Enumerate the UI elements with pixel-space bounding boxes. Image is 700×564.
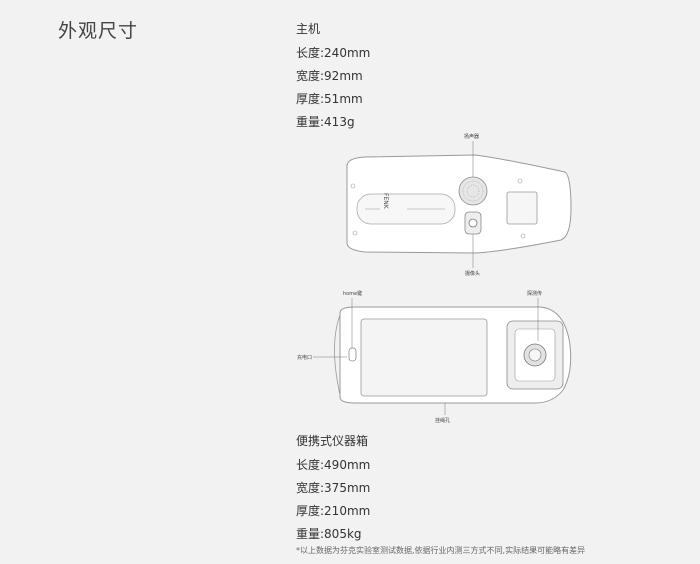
host-thickness: 厚度:51mm: [296, 92, 363, 106]
case-title: 便携式仪器箱: [296, 434, 369, 448]
section-title: 外观尺寸: [58, 20, 139, 42]
screen-area: [360, 318, 488, 397]
speaker-callout: 扬声器: [464, 133, 479, 140]
svg-text:FENK: FENK: [382, 193, 389, 210]
probe-callout: 探测传: [527, 290, 542, 297]
case-thickness: 厚度:210mm: [296, 504, 371, 518]
case-length: 长度:490mm: [296, 458, 371, 472]
case-weight: 重量:805kg: [296, 527, 362, 541]
home-callout: home键: [343, 290, 362, 297]
charge-port-callout: 充电口: [297, 354, 312, 361]
footnote: *以上数据为芬克实验室测试数据,依据行业内测三方式不同,实际结果可能略有差异: [296, 546, 586, 555]
host-title: 主机: [296, 22, 321, 36]
brand-logo-mark: FENK: [382, 193, 389, 210]
case-specs: 便携式仪器箱 长度:490mm 宽度:375mm 厚度:210mm 重量:805…: [296, 432, 370, 550]
case-width: 宽度:375mm: [296, 481, 371, 495]
home-button-icon: [348, 347, 357, 362]
host-length: 长度:240mm: [296, 46, 371, 60]
device-front-diagram: home键 探测传 充电口 挂绳孔: [297, 290, 572, 424]
host-weight: 重量:413g: [296, 115, 355, 129]
host-specs: 主机 长度:240mm 宽度:92mm 厚度:51mm 重量:413g: [296, 20, 370, 138]
host-width: 宽度:92mm: [296, 69, 363, 83]
device-back-diagram: FENK 扬声器 摄像头: [346, 133, 572, 277]
strap-hole-callout: 挂绳孔: [435, 417, 450, 424]
camera-callout: 摄像头: [465, 270, 480, 277]
